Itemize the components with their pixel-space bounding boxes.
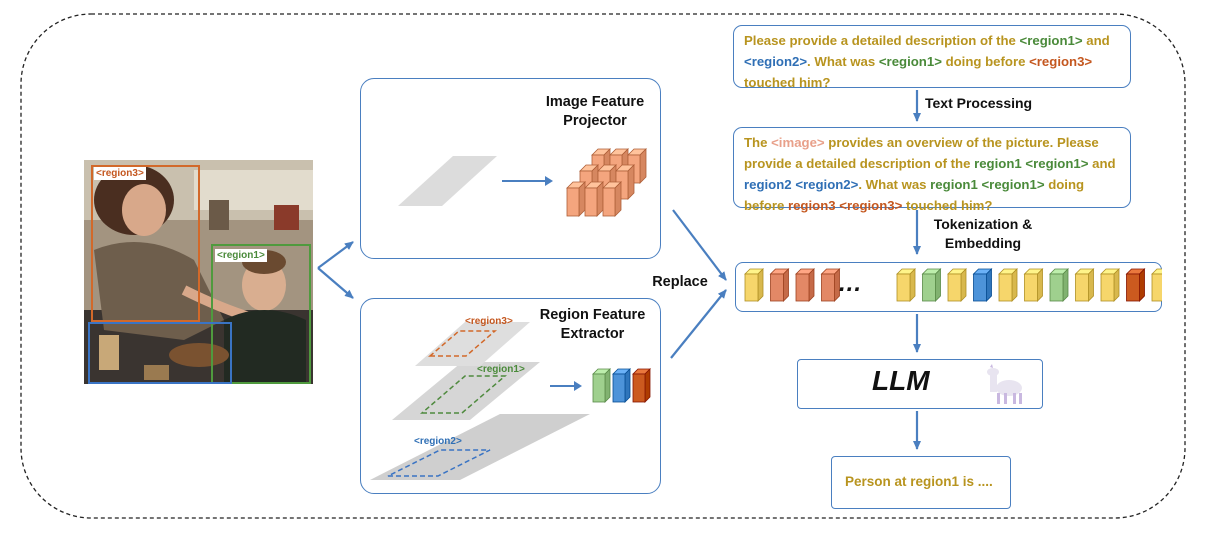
projector-label: Projector bbox=[563, 113, 627, 129]
llm-label: LLM bbox=[872, 365, 930, 396]
region2-plane bbox=[370, 414, 590, 480]
replace-label: Replace bbox=[652, 274, 708, 290]
output-text: Person at region1 is .... bbox=[845, 474, 993, 489]
arrow-photo-to-projector bbox=[317, 241, 354, 269]
region-token-green bbox=[592, 368, 611, 403]
region3-tag: <region3> bbox=[94, 167, 146, 180]
token-orange bbox=[1125, 268, 1146, 302]
region-feature-label: Region Feature bbox=[539, 307, 646, 323]
processed-text-box: The <image> provides an overview of the … bbox=[733, 127, 1131, 213]
token-red bbox=[769, 268, 790, 302]
token-yellow bbox=[1074, 268, 1095, 302]
token-yellow bbox=[744, 268, 764, 302]
text-segment: and bbox=[1088, 156, 1116, 171]
projector-arrow-head bbox=[545, 176, 553, 186]
text-segment: <region2> bbox=[744, 54, 808, 69]
extractor-graphic bbox=[370, 322, 651, 480]
text-segment: doing before bbox=[744, 177, 1085, 213]
prompt-text-box: Please provide a detailed description of… bbox=[733, 25, 1131, 90]
token-sequence bbox=[744, 268, 1162, 302]
extractor-label: Extractor bbox=[560, 326, 625, 342]
processed-text: The <image> provides an overview of the … bbox=[744, 135, 1116, 213]
extractor-arrow-head bbox=[574, 381, 582, 391]
text-segment: region1 bbox=[930, 177, 978, 192]
text-segment: region3 bbox=[787, 198, 836, 213]
text-segment: The bbox=[744, 135, 772, 150]
token-red bbox=[795, 268, 815, 302]
text-segment: <region1> bbox=[1019, 33, 1083, 48]
text-segment: <region1> bbox=[1025, 156, 1089, 171]
token-ellipsis: ... bbox=[839, 270, 863, 297]
embedding-label: Embedding bbox=[944, 235, 1022, 251]
tokenization-label: Tokenization & bbox=[933, 216, 1033, 232]
text-segment: . What was bbox=[858, 177, 931, 192]
feature-cube bbox=[602, 181, 622, 217]
feature-cubes bbox=[566, 148, 647, 217]
text-segment: <region3> bbox=[839, 198, 903, 213]
text-segment: and bbox=[1082, 33, 1110, 48]
text-segment: . What was bbox=[807, 54, 879, 69]
text-segment: touched him? bbox=[902, 198, 993, 213]
token-green bbox=[921, 268, 942, 302]
token-yellow bbox=[896, 268, 916, 302]
token-yellow bbox=[1151, 268, 1162, 302]
text-segment: <region3> bbox=[1029, 54, 1093, 69]
extractor-region2-tag: <region2> bbox=[414, 436, 462, 447]
image-feature-label: Image Feature bbox=[545, 94, 645, 110]
region2-box bbox=[88, 322, 232, 384]
tokenization-title: Tokenization & Embedding bbox=[928, 215, 1038, 253]
region-feature-tokens bbox=[592, 368, 651, 403]
text-processing-label: Text Processing bbox=[925, 95, 1033, 111]
extractor-region3-tag: <region3> bbox=[465, 316, 513, 327]
token-yellow bbox=[1100, 268, 1120, 302]
token-green bbox=[1049, 268, 1069, 302]
region1-box bbox=[211, 244, 311, 384]
token-yellow bbox=[998, 268, 1018, 302]
region2-dashed bbox=[387, 449, 491, 477]
token-sequence-graphic bbox=[744, 268, 1162, 302]
text-segment: doing before bbox=[941, 54, 1030, 69]
input-photo: <region3> <region1> bbox=[84, 160, 313, 384]
projector-graphic bbox=[398, 148, 647, 217]
text-segment: <region1> bbox=[981, 177, 1045, 192]
feature-cube bbox=[584, 181, 604, 217]
region3-dashed bbox=[427, 330, 498, 357]
token-yellow bbox=[1023, 268, 1044, 302]
extractor-region1-tag: <region1> bbox=[477, 364, 525, 375]
region1-tag: <region1> bbox=[215, 249, 267, 262]
text-segment: Please provide a detailed description of… bbox=[744, 33, 1020, 48]
text-segment: provides an overview of the picture. Ple… bbox=[744, 135, 1099, 171]
region-token-orange bbox=[632, 368, 651, 403]
token-red bbox=[820, 268, 841, 302]
llama-icon bbox=[987, 364, 1022, 404]
region1-dashed bbox=[419, 375, 508, 414]
image-plane bbox=[398, 156, 497, 206]
region-feature-title: Region Feature Extractor bbox=[525, 306, 660, 344]
text-segment: region1 bbox=[974, 156, 1022, 171]
region3-box bbox=[91, 165, 200, 322]
text-segment: <image> bbox=[771, 135, 825, 150]
text-segment: <region2> bbox=[795, 177, 859, 192]
region-token-blue bbox=[612, 368, 631, 403]
text-segment: <region1> bbox=[878, 54, 942, 69]
text-segment: touched him? bbox=[744, 75, 831, 90]
token-yellow bbox=[947, 268, 967, 302]
output-panel bbox=[831, 456, 1011, 509]
region3-plane bbox=[415, 322, 530, 366]
image-feature-title: Image Feature Projector bbox=[530, 93, 660, 131]
token-blue bbox=[972, 268, 993, 302]
prompt-text: Please provide a detailed description of… bbox=[744, 33, 1110, 90]
text-segment: region2 bbox=[744, 177, 792, 192]
arrow-extractor-to-tokens bbox=[670, 289, 727, 359]
arrow-photo-to-extractor bbox=[317, 267, 354, 299]
arrow-projector-to-tokens bbox=[672, 209, 727, 281]
